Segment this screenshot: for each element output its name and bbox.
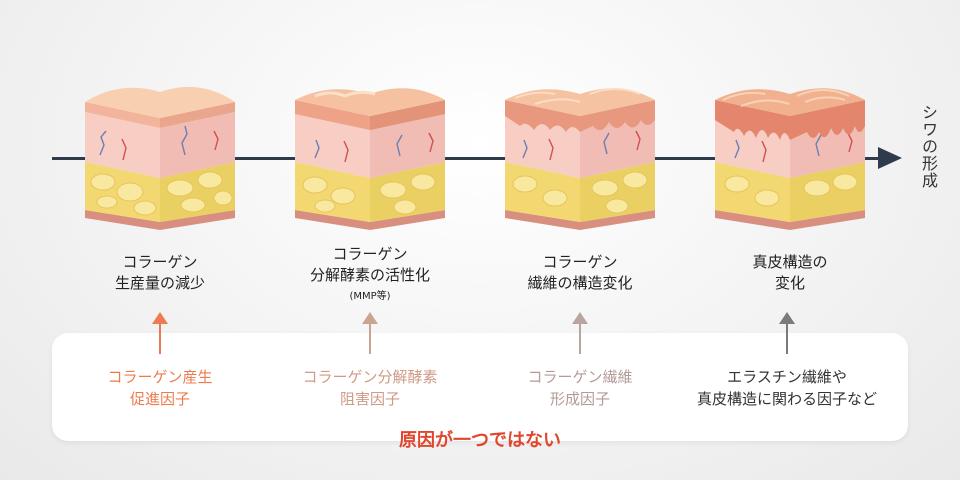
up-arrow-icon [362, 312, 378, 354]
skin-illustration-icon [295, 88, 445, 230]
up-arrow-head [779, 312, 795, 324]
factor-line: 阻害因子 [339, 390, 400, 408]
skin-illustration-icon [85, 86, 235, 230]
stage-label-line: コラーゲン [542, 253, 618, 271]
up-arrow-shaft [786, 322, 788, 354]
timeline-line [52, 157, 882, 160]
skin-block-3 [495, 70, 665, 230]
skin-illustration-icon [715, 88, 865, 230]
stage-label-line: 分解酵素の活性化 [309, 266, 430, 284]
up-arrow-head [152, 312, 168, 324]
factor-3: コラーゲン繊維 形成因子 [460, 366, 700, 410]
factor-line: エラスチン繊維や [727, 368, 847, 386]
up-arrow-head [362, 312, 378, 324]
up-arrow-icon [572, 312, 588, 354]
factor-line: コラーゲン繊維 [527, 368, 633, 386]
stage-label-line: 真皮構造の [752, 253, 828, 271]
stage-label-4: 真皮構造の 変化 [690, 252, 890, 294]
skin-illustration-icon [505, 88, 655, 230]
factor-4: エラスチン繊維や 真皮構造に関わる因子など [667, 366, 907, 410]
timeline-arrow-icon [878, 147, 902, 169]
stage-label-2: コラーゲン 分解酵素の活性化 (MMP等) [270, 244, 470, 304]
skin-block-1 [75, 70, 245, 230]
factor-2: コラーゲン分解酵素 阻害因子 [250, 366, 490, 410]
up-arrow-shaft [159, 322, 161, 354]
up-arrow-icon [152, 312, 168, 354]
factor-line: コラーゲン産生 [107, 368, 213, 386]
stage-label-1: コラーゲン 生産量の減少 [60, 252, 260, 294]
stage-note: (MMP等) [349, 291, 391, 302]
factor-1: コラーゲン産生 促進因子 [40, 366, 280, 410]
skin-block-2 [285, 70, 455, 230]
stage-label-line: 生産量の減少 [114, 274, 205, 292]
up-arrow-icon [779, 312, 795, 354]
conclusion-text: 原因が一つではない [399, 430, 561, 451]
stage-label-line: 繊維の構造変化 [527, 274, 633, 292]
up-arrow-shaft [369, 322, 371, 354]
up-arrow-shaft [579, 322, 581, 354]
axis-label: シワの形成 [919, 104, 938, 189]
factors-panel [52, 333, 908, 441]
stage-label-3: コラーゲン 繊維の構造変化 [480, 252, 680, 294]
up-arrow-head [572, 312, 588, 324]
skin-block-4 [705, 70, 875, 230]
factor-line: 形成因子 [549, 390, 610, 408]
stage-label-line: コラーゲン [122, 253, 198, 271]
factor-line: 真皮構造に関わる因子など [696, 390, 877, 408]
stage-label-line: コラーゲン [332, 245, 408, 263]
stage-label-line: 変化 [774, 274, 805, 292]
factor-line: 促進因子 [129, 390, 190, 408]
factor-line: コラーゲン分解酵素 [302, 368, 438, 386]
